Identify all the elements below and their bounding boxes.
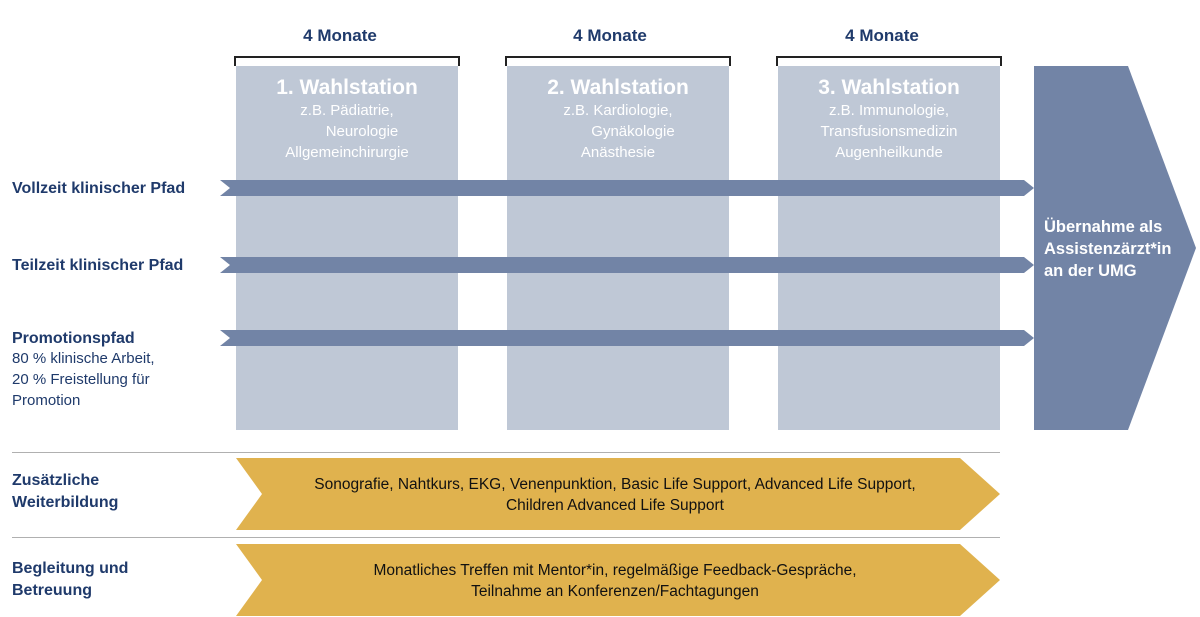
outcome-arrow bbox=[1034, 66, 1196, 430]
weiterbildung-label: Zusätzliche Weiterbildung bbox=[12, 470, 118, 514]
section-divider-2 bbox=[12, 537, 1000, 538]
begleitung-arrow bbox=[236, 544, 1000, 616]
begleitung-text-line-1: Monatliches Treffen mit Mentor*in, regel… bbox=[373, 562, 857, 579]
station-1-title: 1. Wahlstation bbox=[276, 76, 418, 99]
station-1-line-3: Allgemeinchirurgie bbox=[285, 144, 409, 161]
duration-bracket-3 bbox=[776, 56, 1002, 66]
promotion-label-group: Promotionspfad 80 % klinische Arbeit, 20… bbox=[12, 330, 155, 411]
station-2: 2. Wahlstation z.B. Kardiologie, Gynäkol… bbox=[507, 66, 729, 430]
duration-bracket-1 bbox=[234, 56, 460, 66]
station-3: 3. Wahlstation z.B. Immunologie, Transfu… bbox=[778, 66, 1000, 430]
section-divider-1 bbox=[12, 452, 1000, 453]
vollzeit-path-arrow bbox=[220, 180, 1034, 196]
weiterbildung-text-line-1: Sonografie, Nahtkurs, EKG, Venenpunktion… bbox=[314, 476, 916, 493]
station-2-title: 2. Wahlstation bbox=[547, 76, 689, 99]
duration-label-1: 4 Monate bbox=[303, 26, 377, 45]
station-2-line-1: z.B. Kardiologie, bbox=[563, 102, 673, 119]
begleitung-label-line-2: Betreuung bbox=[12, 582, 92, 599]
begleitung-text-line-2: Teilnahme an Konferenzen/Fachtagungen bbox=[471, 583, 759, 600]
station-3-line-3: Augenheilkunde bbox=[835, 144, 943, 161]
promotion-detail-3: Promotion bbox=[12, 392, 81, 409]
outcome-line-2: Assistenzärzt*in bbox=[1044, 240, 1172, 258]
station-3-title: 3. Wahlstation bbox=[818, 76, 960, 99]
vollzeit-label: Vollzeit klinischer Pfad bbox=[12, 180, 186, 197]
promotion-label: Promotionspfad bbox=[12, 330, 135, 347]
begleitung-label-line-1: Begleitung und bbox=[12, 560, 129, 577]
outcome-line-3: an der UMG bbox=[1044, 262, 1137, 280]
station-1-line-1: z.B. Pädiatrie, bbox=[300, 102, 394, 119]
begleitung-text: Monatliches Treffen mit Mentor*in, regel… bbox=[250, 560, 980, 602]
promotion-path-arrow bbox=[220, 330, 1034, 346]
station-3-line-1: z.B. Immunologie, bbox=[828, 102, 950, 119]
station-1-line-2: Neurologie bbox=[325, 123, 399, 140]
weiterbildung-text-line-2: Children Advanced Life Support bbox=[505, 497, 724, 514]
promotion-detail-1: 80 % klinische Arbeit, bbox=[12, 350, 155, 367]
duration-bracket-2 bbox=[505, 56, 731, 66]
weiterbildung-text: Sonografie, Nahtkurs, EKG, Venenpunktion… bbox=[250, 474, 980, 516]
station-2-line-2: Gynäkologie bbox=[591, 123, 675, 140]
teilzeit-label: Teilzeit klinischer Pfad bbox=[12, 257, 184, 274]
station-1: 1. Wahlstation z.B. Pädiatrie, Neurologi… bbox=[236, 66, 458, 430]
station-2-line-3: Anästhesie bbox=[580, 144, 656, 161]
outcome-line-1: Übernahme als bbox=[1044, 218, 1163, 236]
weiterbildung-label-line-2: Weiterbildung bbox=[12, 494, 119, 511]
weiterbildung-arrow bbox=[236, 458, 1000, 530]
duration-label-3: 4 Monate bbox=[845, 26, 919, 45]
promotion-detail-2: 20 % Freistellung für bbox=[12, 371, 150, 388]
duration-label-2: 4 Monate bbox=[573, 26, 647, 45]
outcome-text: Übernahme als Assistenzärzt*in an der UM… bbox=[1044, 216, 1171, 282]
station-3-line-2: Transfusionsmedizin bbox=[820, 123, 958, 140]
weiterbildung-label-line-1: Zusätzliche bbox=[12, 472, 100, 489]
teilzeit-path-arrow bbox=[220, 257, 1034, 273]
begleitung-label: Begleitung und Betreuung bbox=[12, 558, 128, 602]
